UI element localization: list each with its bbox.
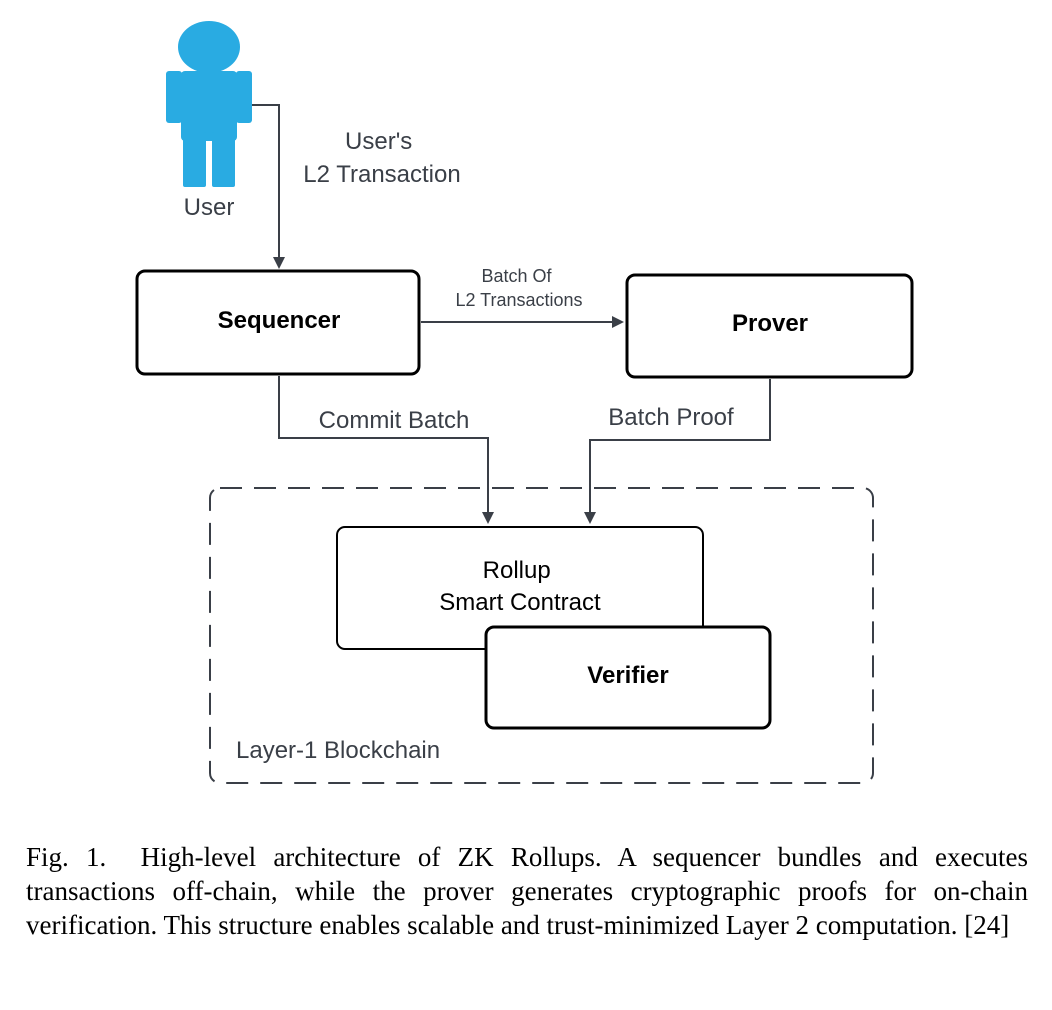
prover-label: Prover (732, 310, 808, 337)
architecture-diagram: Layer-1 Blockchain User User's L2 Transa… (135, 21, 914, 784)
edge-label-batch: Batch Of L2 Transactions (455, 266, 582, 310)
edge-label-proof: Batch Proof (608, 404, 734, 431)
layer1-group-border (209, 487, 874, 784)
edge-label-commit: Commit Batch (319, 407, 470, 434)
figure-caption: Fig. 1. High-level architecture of ZK Ro… (26, 840, 1028, 942)
verifier-label: Verifier (587, 662, 668, 689)
prover-node (625, 273, 914, 379)
edge-commit-batch (278, 376, 494, 524)
caption-prefix: Fig. 1. (26, 842, 107, 872)
user-label: User (184, 194, 235, 221)
caption-text: High-level architecture of ZK Rollups. A… (26, 842, 1029, 940)
rollup-contract-label: Rollup Smart Contract (439, 557, 601, 616)
edge-label-user-tx: User's L2 Transaction (303, 128, 460, 188)
person-icon (166, 21, 252, 187)
sequencer-node (135, 269, 421, 376)
edge-user-to-sequencer (252, 104, 285, 269)
sequencer-label: Sequencer (218, 307, 341, 334)
edge-batch-proof (584, 379, 771, 524)
verifier-node (484, 625, 772, 730)
layer1-group-label: Layer-1 Blockchain (236, 737, 440, 764)
